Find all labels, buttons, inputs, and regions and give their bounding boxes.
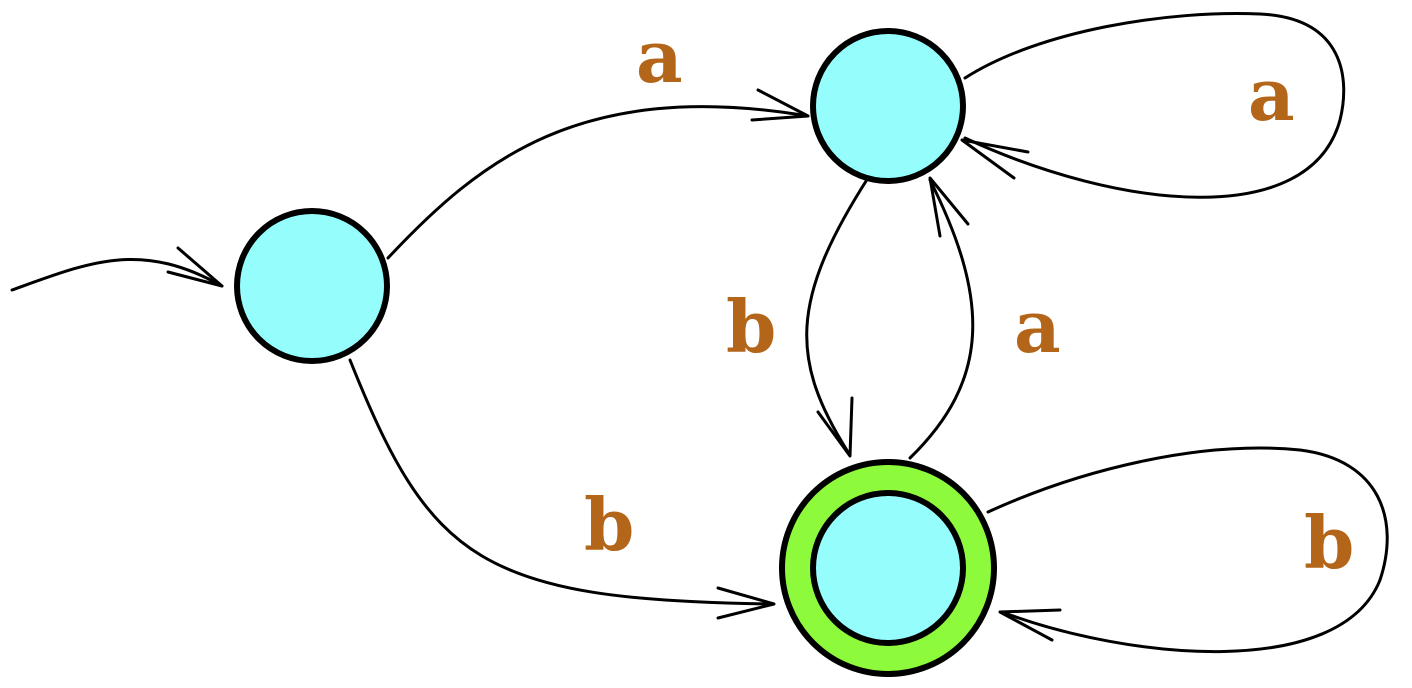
state-q2 — [810, 490, 966, 646]
arrowhead-q0-q2-icon — [716, 586, 776, 620]
transition-label-q0-q2: b — [584, 482, 634, 567]
arrowhead-q0-q1-icon — [750, 88, 810, 122]
transition-label-q2-q2: b — [1304, 500, 1354, 585]
transition-label-q1-q1: a — [1248, 52, 1295, 137]
arrowhead-q2-q1-icon — [928, 176, 970, 238]
transition-q2-q2: b — [986, 446, 1389, 653]
arrowhead-q2-q2-icon — [998, 608, 1062, 642]
transition-q0-q2: b — [348, 358, 776, 620]
transition-q0-q1: a — [386, 14, 810, 260]
start-arrowhead-icon — [166, 246, 224, 288]
transition-q1-q1: a — [960, 12, 1346, 199]
state-q1 — [810, 28, 966, 184]
arrowhead-q1-q1-icon — [960, 138, 1030, 180]
transition-label-q1-q2: b — [726, 284, 776, 369]
arrowhead-q1-q2-icon — [816, 396, 854, 458]
start-transition — [10, 246, 224, 292]
transition-label-q0-q1: a — [636, 14, 683, 99]
state-q0 — [234, 208, 390, 364]
state-q2-accepting — [779, 459, 997, 677]
transition-q1-q2: b — [726, 176, 870, 458]
transition-label-q2-q1: a — [1014, 284, 1061, 369]
transition-q2-q1: a — [908, 176, 1061, 460]
